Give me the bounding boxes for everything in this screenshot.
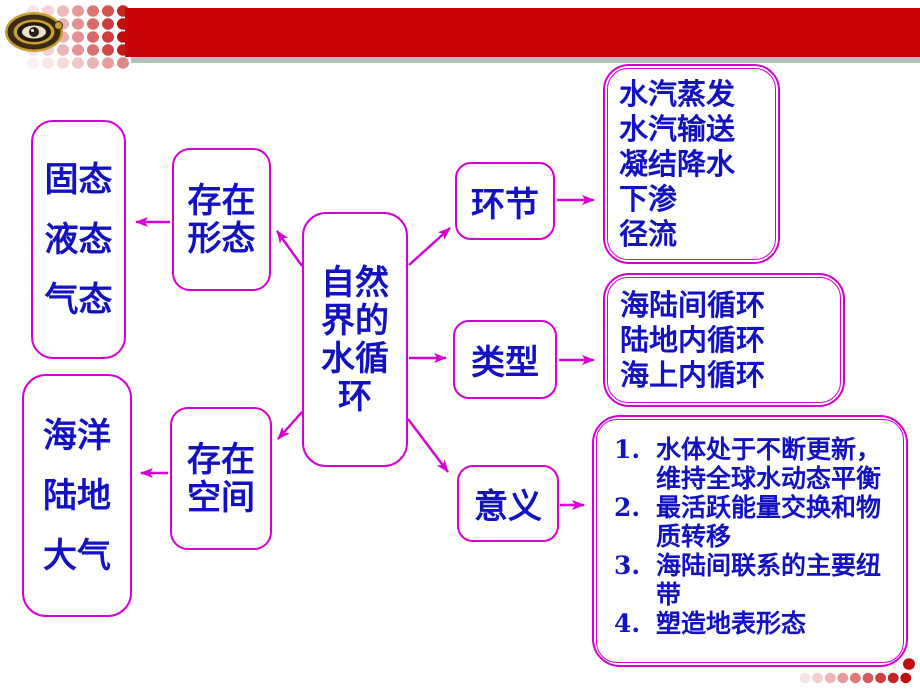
node-types-list: 海陆间循环 陆地内循环 海上内循环: [603, 273, 845, 407]
decorative-dot: [42, 57, 54, 69]
header-bar-shadow: [131, 57, 920, 63]
item-text: 海陆间联系的主要纽带: [656, 551, 882, 609]
decorative-dot: [799, 672, 811, 684]
node-line: 存在: [187, 439, 255, 480]
node-links-label: 环节: [455, 162, 555, 240]
node-line: 水循: [321, 338, 389, 379]
node-line: 意义: [474, 487, 542, 527]
decorative-dot: [57, 57, 69, 69]
node-line: 存在: [187, 180, 256, 221]
decorative-dot: [117, 44, 129, 56]
decorative-dot: [87, 31, 99, 43]
decorative-dot: [27, 57, 39, 69]
node-line: 界的: [321, 300, 389, 341]
item-number: 1.: [614, 435, 641, 464]
decorative-dot: [87, 57, 99, 69]
decorative-dot: [850, 672, 861, 684]
decorative-dot: [102, 44, 114, 56]
node-links-list: 水汽蒸发 水汽输送 凝结降水 下渗 径流: [603, 64, 780, 264]
node-line: 凝结降水: [619, 146, 736, 181]
decorative-dot: [57, 44, 69, 56]
decorative-dot: [812, 672, 823, 684]
node-line: 气态: [44, 279, 113, 320]
decorative-dot: [900, 672, 912, 684]
node-types-label: 类型: [453, 320, 557, 399]
decorative-dot: [102, 31, 114, 43]
node-significance-list: 1. 水体处于不断更新，维持全球水动态平衡 2. 最活跃能量交换和物质转移 3.…: [592, 415, 908, 667]
node-line: 类型: [471, 343, 539, 383]
item-number: 3.: [614, 551, 641, 580]
decorative-dot: [117, 31, 129, 43]
decorative-dot: [87, 44, 99, 56]
dot-pattern-bottom-right: [799, 658, 915, 684]
node-existence-form: 存在 形态: [172, 148, 271, 291]
node-line: 液态: [44, 219, 113, 260]
decorative-dot: [102, 18, 114, 30]
node-line: 环节: [471, 184, 539, 225]
decorative-dot: [824, 672, 836, 684]
significance-item: 2. 最活跃能量交换和物质转移: [614, 493, 896, 551]
node-line: 径流: [619, 216, 678, 251]
node-center-water-cycle: 自然 界的 水循 环: [302, 212, 408, 467]
header-red-bar: [125, 8, 920, 57]
decorative-dot: [72, 31, 84, 43]
arrow-center-to-sig-label: [407, 418, 449, 473]
node-line: 形态: [187, 218, 256, 259]
publisher-logo-icon: [5, 12, 63, 52]
item-number: 2.: [614, 493, 641, 522]
node-existence-space: 存在 空间: [170, 407, 272, 550]
decorative-dot: [72, 18, 84, 30]
node-line: 海上内循环: [620, 357, 766, 392]
decorative-dot: [117, 18, 129, 30]
decorative-dot: [102, 57, 114, 69]
node-line: 大气: [43, 535, 111, 576]
decorative-dot: [87, 5, 99, 17]
arrow-center-to-space-label: [277, 411, 303, 440]
decorative-dot: [862, 672, 874, 684]
decorative-dot: [875, 672, 886, 684]
node-line: 陆地: [43, 475, 111, 516]
decorative-dot: [837, 672, 849, 684]
node-line: 固态: [44, 159, 113, 200]
item-number: 4.: [614, 609, 641, 638]
decorative-dot: [903, 658, 915, 670]
decorative-dot: [57, 5, 69, 17]
arrow-center-to-forms-label: [276, 230, 303, 267]
decorative-dot: [102, 5, 114, 17]
node-line: 下渗: [619, 181, 678, 216]
item-text: 塑造地表形态: [656, 609, 807, 638]
decorative-dot: [117, 5, 129, 17]
node-line: 陆地内循环: [620, 322, 766, 357]
node-line: 水汽输送: [619, 111, 736, 146]
decorative-dot: [72, 44, 84, 56]
node-line: 水汽蒸发: [619, 76, 736, 111]
node-line: 海陆间循环: [620, 287, 766, 322]
significance-item: 4. 塑造地表形态: [614, 609, 896, 638]
node-line: 环: [338, 376, 372, 417]
node-significance-label: 意义: [457, 465, 559, 542]
decorative-dot: [72, 57, 84, 69]
node-line: 空间: [187, 477, 255, 518]
decorative-dot: [887, 672, 899, 684]
significance-item: 1. 水体处于不断更新，维持全球水动态平衡: [614, 435, 896, 493]
decorative-dot: [117, 57, 129, 69]
node-line: 自然: [321, 262, 389, 303]
node-line: 海洋: [43, 415, 111, 456]
item-text: 水体处于不断更新，维持全球水动态平衡: [656, 435, 882, 493]
arrow-center-to-links-label: [408, 227, 451, 266]
significance-item: 3. 海陆间联系的主要纽带: [614, 551, 896, 609]
decorative-dot: [87, 18, 99, 30]
decorative-dot: [72, 5, 84, 17]
node-water-forms: 固态 液态 气态: [31, 120, 126, 359]
node-water-spaces: 海洋 陆地 大气: [22, 374, 132, 617]
item-text: 最活跃能量交换和物质转移: [656, 493, 882, 551]
